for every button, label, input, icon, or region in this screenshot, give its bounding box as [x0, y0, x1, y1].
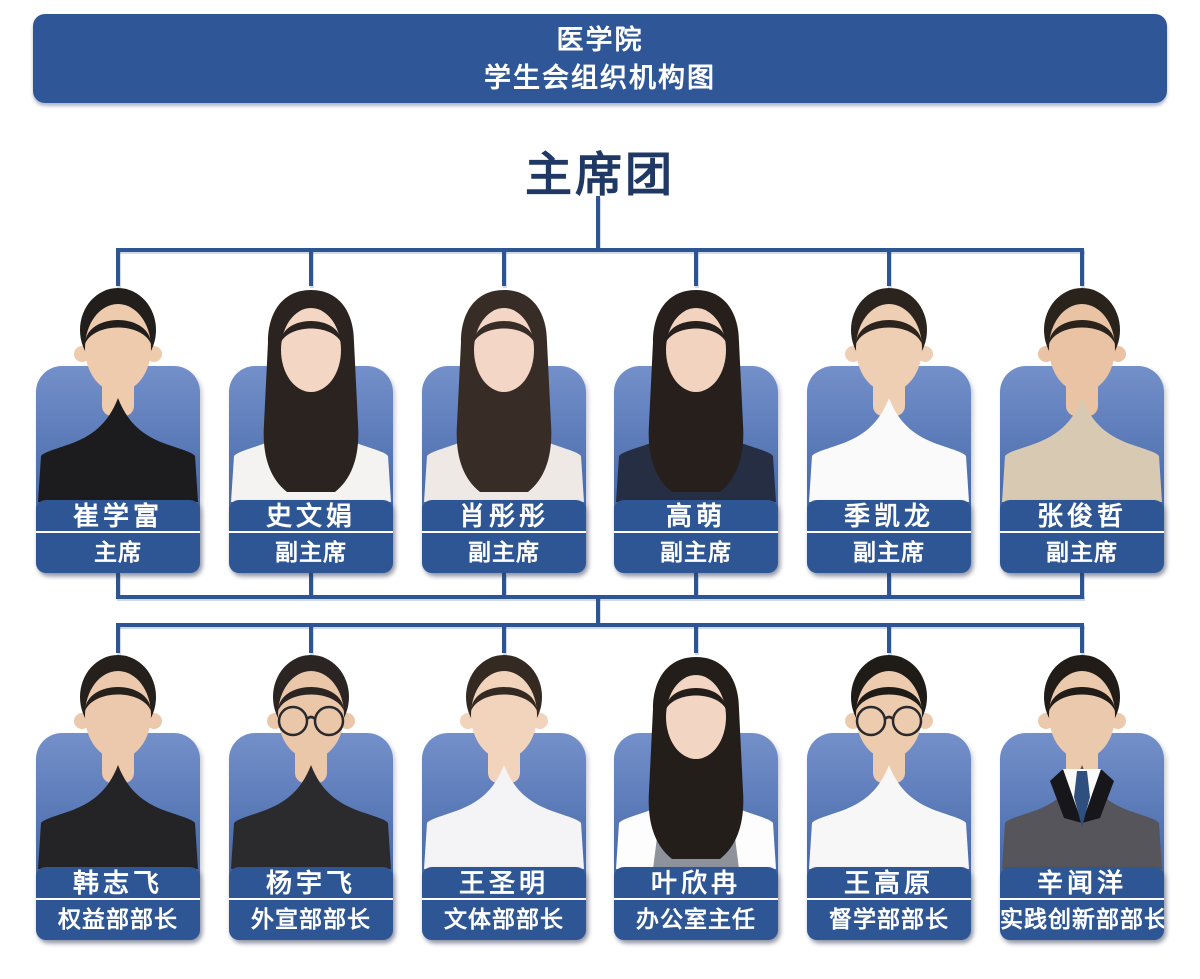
connector-line: [596, 196, 600, 250]
banner-title-line1: 医学院: [556, 24, 644, 55]
name-title-plate: 杨宇飞 外宣部部长: [229, 867, 393, 940]
connector-line: [309, 625, 313, 653]
person-name: 杨宇飞: [265, 868, 356, 898]
person-photo: [229, 651, 393, 869]
name-title-plate: 史文娟 副主席: [229, 500, 393, 573]
person-title: 实践创新部部长: [1000, 906, 1164, 932]
connector-line: [502, 625, 506, 653]
person-title: 文体部部长: [444, 906, 564, 932]
person-title: 权益部部长: [58, 906, 178, 932]
connector-line: [1080, 625, 1084, 653]
person-name: 季凯龙: [843, 501, 934, 531]
connector-line: [1080, 573, 1084, 597]
person-name: 张俊哲: [1036, 501, 1127, 531]
plate-divider: [422, 531, 586, 533]
banner-title-line2: 学生会组织机构图: [484, 62, 716, 93]
connector-line: [116, 250, 120, 286]
plate-divider: [422, 898, 586, 900]
name-title-plate: 王圣明 文体部部长: [422, 867, 586, 940]
person-title: 副主席: [1046, 539, 1118, 565]
connector-line: [887, 250, 891, 286]
person-name: 高萌: [665, 501, 726, 531]
person-photo: [614, 284, 778, 502]
name-title-plate: 王高原 督学部部长: [807, 867, 971, 940]
person-title: 主席: [94, 539, 142, 565]
plate-divider: [807, 531, 971, 533]
person-title: 副主席: [853, 539, 925, 565]
person-name: 史文娟: [265, 501, 356, 531]
person-photo: [422, 651, 586, 869]
connector-line: [309, 573, 313, 597]
person-card: 王圣明 文体部部长: [422, 651, 586, 940]
connector-line: [116, 625, 120, 653]
person-card: 辛闻洋 实践创新部部长: [1000, 651, 1164, 940]
person-name: 辛闻洋: [1036, 868, 1127, 898]
plate-divider: [614, 531, 778, 533]
person-card: 张俊哲 副主席: [1000, 284, 1164, 573]
name-title-plate: 张俊哲 副主席: [1000, 500, 1164, 573]
person-photo: [422, 284, 586, 502]
name-title-plate: 崔学富 主席: [36, 500, 200, 573]
plate-divider: [807, 898, 971, 900]
person-name: 崔学富: [72, 501, 163, 531]
person-name: 王圣明: [458, 868, 549, 898]
connector-line: [887, 573, 891, 597]
plate-divider: [1000, 898, 1164, 900]
connector-line: [116, 595, 1084, 599]
person-title: 副主席: [468, 539, 540, 565]
person-card: 史文娟 副主席: [229, 284, 393, 573]
plate-divider: [229, 531, 393, 533]
connector-line: [309, 250, 313, 286]
connector-line: [694, 573, 698, 597]
person-name: 肖彤彤: [458, 501, 549, 531]
person-photo: [1000, 651, 1164, 869]
person-card: 肖彤彤 副主席: [422, 284, 586, 573]
person-card: 叶欣冉 办公室主任: [614, 651, 778, 940]
person-photo: [36, 651, 200, 869]
connector-line: [694, 250, 698, 286]
plate-divider: [36, 898, 200, 900]
name-title-plate: 辛闻洋 实践创新部部长: [1000, 867, 1164, 940]
person-photo: [807, 284, 971, 502]
plate-divider: [36, 531, 200, 533]
person-photo: [1000, 284, 1164, 502]
person-title: 督学部部长: [829, 906, 949, 932]
person-card: 高萌 副主席: [614, 284, 778, 573]
name-title-plate: 季凯龙 副主席: [807, 500, 971, 573]
plate-divider: [229, 898, 393, 900]
person-card: 韩志飞 权益部部长: [36, 651, 200, 940]
connector-line: [116, 623, 1084, 627]
person-photo: [229, 284, 393, 502]
name-title-plate: 韩志飞 权益部部长: [36, 867, 200, 940]
banner: 医学院 学生会组织机构图: [33, 14, 1167, 103]
person-name: 韩志飞: [72, 868, 163, 898]
connector-line: [116, 248, 1084, 252]
person-card: 杨宇飞 外宣部部长: [229, 651, 393, 940]
presidium-title: 主席团: [525, 148, 675, 201]
person-card: 王高原 督学部部长: [807, 651, 971, 940]
connector-line: [502, 250, 506, 286]
person-title: 副主席: [275, 539, 347, 565]
person-name: 王高原: [843, 868, 934, 898]
person-name: 叶欣冉: [650, 868, 741, 898]
connector-line: [116, 573, 120, 597]
person-title: 外宣部部长: [251, 906, 371, 932]
name-title-plate: 肖彤彤 副主席: [422, 500, 586, 573]
person-photo: [807, 651, 971, 869]
name-title-plate: 叶欣冉 办公室主任: [614, 867, 778, 940]
person-photo: [614, 651, 778, 869]
connector-line: [887, 625, 891, 653]
plate-divider: [1000, 531, 1164, 533]
plate-divider: [614, 898, 778, 900]
connector-line: [694, 625, 698, 653]
connector-line: [596, 597, 600, 625]
person-title: 办公室主任: [636, 906, 756, 932]
name-title-plate: 高萌 副主席: [614, 500, 778, 573]
connector-line: [502, 573, 506, 597]
person-photo: [36, 284, 200, 502]
person-title: 副主席: [660, 539, 732, 565]
person-card: 崔学富 主席: [36, 284, 200, 573]
person-card: 季凯龙 副主席: [807, 284, 971, 573]
connector-line: [1080, 250, 1084, 286]
